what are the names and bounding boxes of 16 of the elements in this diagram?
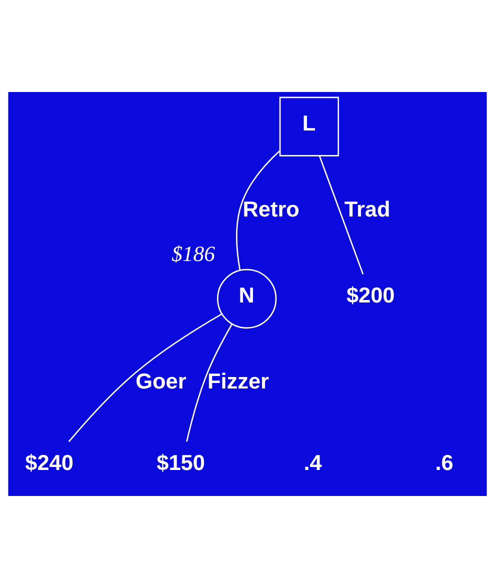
label: .4 xyxy=(304,450,322,475)
node-text: $240 xyxy=(25,450,74,475)
node-text: $150 xyxy=(156,450,205,475)
node-box: L xyxy=(279,96,339,156)
connector xyxy=(318,156,364,274)
node-circle: N xyxy=(217,268,277,329)
connector xyxy=(186,324,233,442)
edge-label: Fizzer xyxy=(208,368,269,394)
node-text: $200 xyxy=(346,282,395,308)
connector xyxy=(68,313,222,442)
edge-label: Trad xyxy=(344,196,390,222)
label: .6 xyxy=(435,450,454,475)
edge-label: Goer xyxy=(136,368,186,394)
connector xyxy=(236,150,280,270)
node-label: $186 xyxy=(172,242,215,266)
edge-label: Retro xyxy=(242,196,300,222)
